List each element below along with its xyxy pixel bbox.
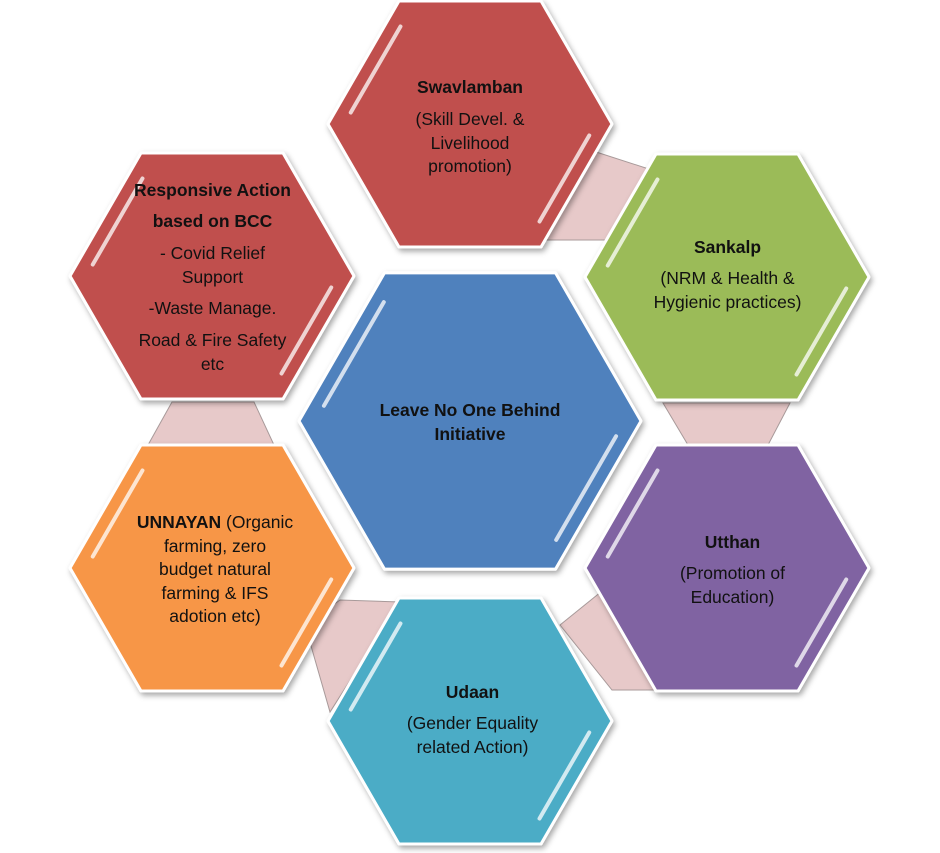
swavlamban-line2: Livelihood	[430, 132, 510, 153]
hexagon-layer	[68, 0, 871, 846]
center-line1: Leave No One Behind	[379, 399, 561, 420]
unnayan-line4: farming & IFS	[161, 582, 269, 603]
hexagon-sankalp	[583, 152, 871, 402]
hexagon-utthan	[583, 443, 871, 693]
swavlamban-title: Swavlamban	[416, 77, 524, 98]
swavlamban-line3: promotion)	[428, 156, 512, 177]
hexagon-center-highlight-2	[554, 434, 619, 542]
sankalp-line2: Hygienic practices)	[653, 291, 802, 312]
responsive-line1: - Covid Relief	[159, 243, 266, 264]
hexagon-udaan	[326, 596, 614, 846]
hexagon-utthan-highlight-2	[794, 577, 849, 668]
utthan-line1: (Promotion of	[679, 563, 786, 584]
unnayan-line5: adotion etc)	[169, 606, 261, 627]
responsive-title2: based on BCC	[152, 211, 273, 232]
hex-responsive-action: Responsive Action based on BCC - Covid R…	[115, 170, 310, 385]
hexagon-udaan-highlight-1	[348, 621, 403, 712]
responsive-line3: -Waste Manage.	[148, 298, 277, 319]
hexagon-responsive-highlight-1	[90, 176, 145, 267]
hex-udaan: Udaan (Gender Equality related Action)	[375, 675, 570, 765]
hex-utthan: Utthan (Promotion of Education)	[640, 525, 825, 615]
hexagon-sankalp-highlight-1	[605, 177, 660, 268]
unnayan-line1: UNNAYAN (Organic	[137, 511, 293, 535]
hex-sankalp: Sankalp (NRM & Health & Hygienic practic…	[630, 230, 825, 320]
udaan-line1: (Gender Equality	[406, 713, 539, 734]
hexagon-responsive-highlight-2	[279, 285, 334, 376]
hexagon-unnayan	[68, 443, 356, 693]
utthan-title: Utthan	[704, 531, 761, 552]
responsive-title1: Responsive Action	[134, 179, 291, 200]
utthan-line2: Education)	[690, 586, 775, 607]
hexagon-unnayan-highlight-1	[90, 468, 145, 559]
hexagon-swavlamban-highlight-1	[348, 24, 403, 115]
hexagon-responsive	[68, 151, 356, 401]
unnayan-title: UNNAYAN	[136, 511, 222, 532]
sankalp-line1: (NRM & Health &	[660, 268, 795, 289]
hexagon-center	[297, 271, 643, 571]
responsive-line4: Road & Fire Safety	[138, 329, 287, 350]
hex-unnayan: UNNAYAN (Organic farming, zero budget na…	[105, 505, 325, 635]
responsive-line5: etc	[200, 353, 225, 374]
hexagon-sankalp-highlight-2	[794, 286, 849, 377]
unnayan-line3: budget natural	[159, 559, 271, 580]
hex-swavlamban: Swavlamban (Skill Devel. & Livelihood pr…	[380, 70, 560, 185]
responsive-line2: Support	[181, 266, 244, 287]
hexagon-unnayan-highlight-2	[279, 577, 334, 668]
hexagon-udaan-highlight-2	[537, 730, 592, 821]
hexagon-utthan-highlight-1	[605, 468, 660, 559]
hexagon-swavlamban-highlight-2	[537, 133, 592, 224]
udaan-line2: related Action)	[416, 736, 529, 757]
connector-2	[662, 402, 791, 446]
center-line2: Initiative	[434, 423, 506, 444]
unnayan-line2: farming, zero	[163, 535, 267, 556]
sankalp-title: Sankalp	[693, 236, 762, 257]
unnayan-line1-rest: (Organic	[221, 511, 294, 532]
hexagon-swavlamban	[326, 0, 614, 249]
udaan-title: Udaan	[445, 681, 500, 702]
connector-5	[147, 401, 275, 446]
hexagon-center-highlight-1	[321, 300, 386, 408]
hex-center: Leave No One Behind Initiative	[340, 385, 600, 460]
swavlamban-line1: (Skill Devel. &	[415, 108, 525, 129]
